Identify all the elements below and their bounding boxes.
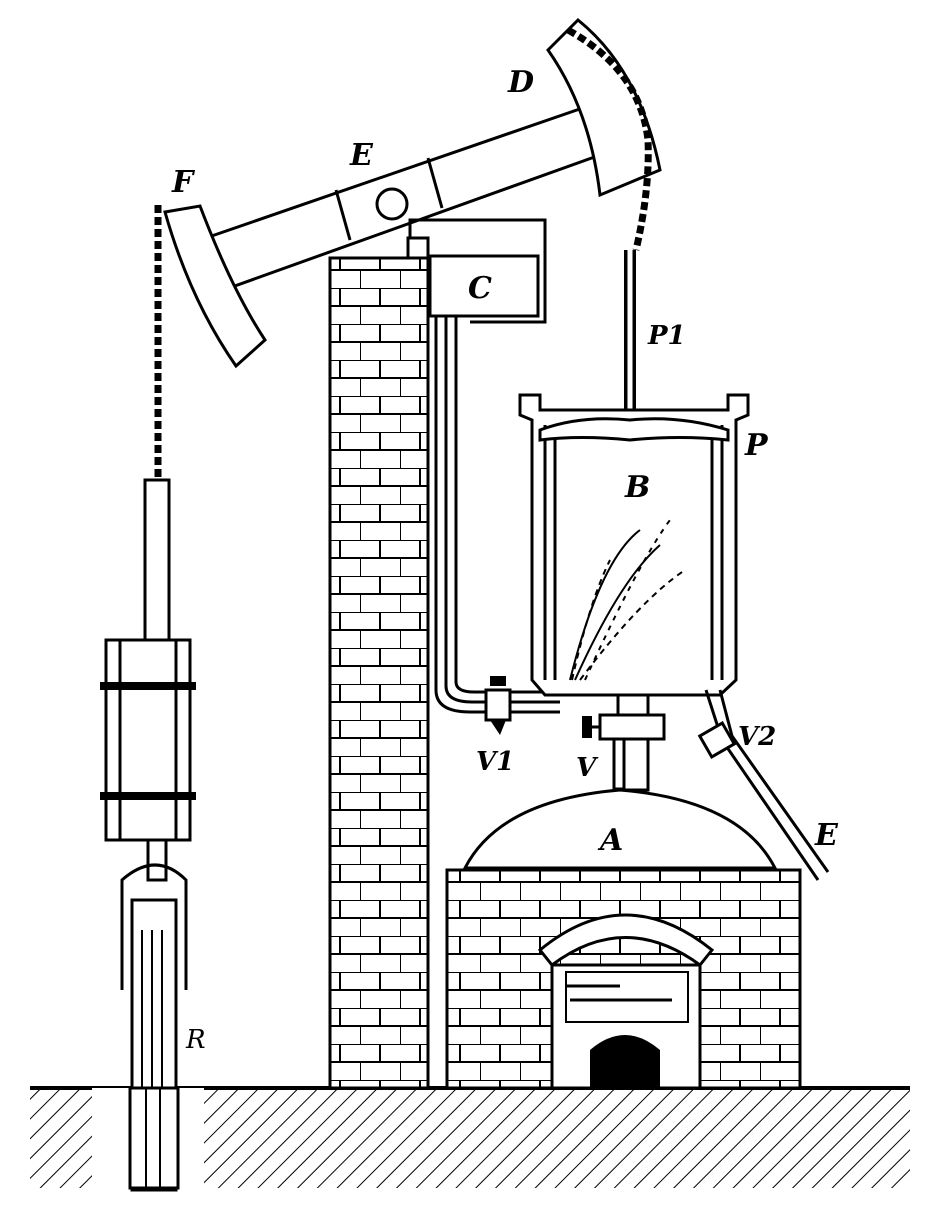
- label-V2: V2: [738, 722, 776, 752]
- label-A: A: [597, 823, 623, 858]
- pump-assembly: [92, 478, 204, 1192]
- spray: [569, 519, 686, 681]
- label-P1: P1: [647, 321, 686, 351]
- valve-V1: [484, 688, 512, 722]
- label-E-pipe: E: [814, 818, 839, 853]
- boiler: [445, 788, 802, 1090]
- label-D: D: [507, 65, 534, 100]
- beam-pivot: [375, 187, 409, 221]
- arch-head-D: [546, 17, 662, 198]
- label-V1: V1: [476, 747, 514, 777]
- label-V: V: [576, 753, 599, 783]
- arch-head-F: [163, 204, 267, 369]
- chains: [154, 26, 652, 480]
- beam: [163, 17, 662, 369]
- label-R: R: [185, 1025, 206, 1055]
- cistern: [408, 218, 560, 735]
- piston: [538, 417, 730, 442]
- labels: D E F C P1 P B V1 V V2 A E R: [171, 65, 839, 1055]
- brick-wall: [328, 236, 430, 1090]
- outlet-pipe: [697, 689, 830, 881]
- valve-V: [598, 713, 666, 741]
- valve-V2: [697, 721, 737, 759]
- label-C: C: [468, 271, 492, 306]
- cylinder: [518, 250, 750, 792]
- label-B: B: [624, 470, 650, 505]
- label-P: P: [744, 428, 769, 463]
- label-F: F: [171, 165, 196, 200]
- label-E-beam: E: [349, 138, 374, 173]
